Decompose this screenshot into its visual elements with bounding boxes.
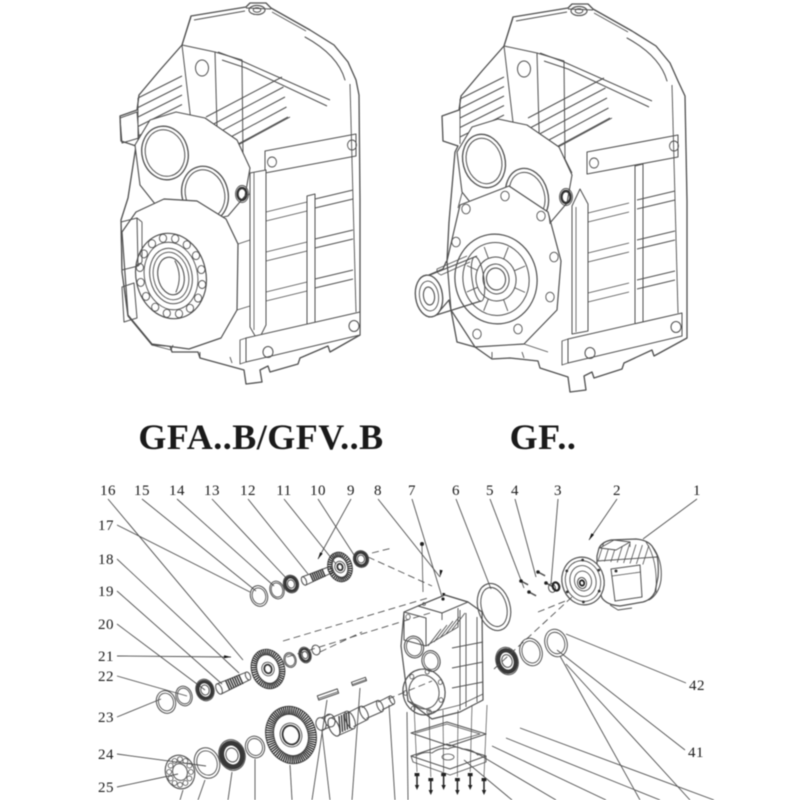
svg-text:4: 4 [511, 483, 519, 499]
svg-text:24: 24 [98, 747, 114, 763]
svg-text:23: 23 [98, 710, 114, 726]
svg-text:10: 10 [310, 483, 326, 499]
svg-text:2: 2 [613, 483, 621, 499]
svg-text:17: 17 [98, 518, 114, 534]
svg-text:14: 14 [169, 483, 185, 499]
svg-text:13: 13 [204, 483, 220, 499]
svg-text:GFA..B/GFV..B: GFA..B/GFV..B [138, 417, 383, 457]
svg-text:7: 7 [408, 483, 416, 499]
svg-text:19: 19 [98, 584, 114, 600]
svg-text:42: 42 [689, 678, 705, 694]
svg-text:1: 1 [693, 483, 701, 499]
svg-text:5: 5 [486, 483, 494, 499]
svg-text:12: 12 [240, 483, 256, 499]
svg-text:15: 15 [134, 483, 150, 499]
svg-text:21: 21 [98, 649, 114, 665]
svg-text:41: 41 [688, 745, 704, 761]
svg-text:3: 3 [554, 483, 562, 499]
svg-text:18: 18 [98, 552, 114, 568]
svg-text:20: 20 [98, 617, 114, 633]
svg-text:22: 22 [98, 669, 114, 685]
svg-text:6: 6 [452, 483, 460, 499]
svg-text:9: 9 [347, 483, 355, 499]
svg-text:25: 25 [98, 780, 114, 796]
svg-text:8: 8 [374, 483, 382, 499]
svg-text:11: 11 [276, 483, 291, 499]
svg-text:GF..: GF.. [510, 417, 577, 457]
svg-text:16: 16 [100, 483, 116, 499]
